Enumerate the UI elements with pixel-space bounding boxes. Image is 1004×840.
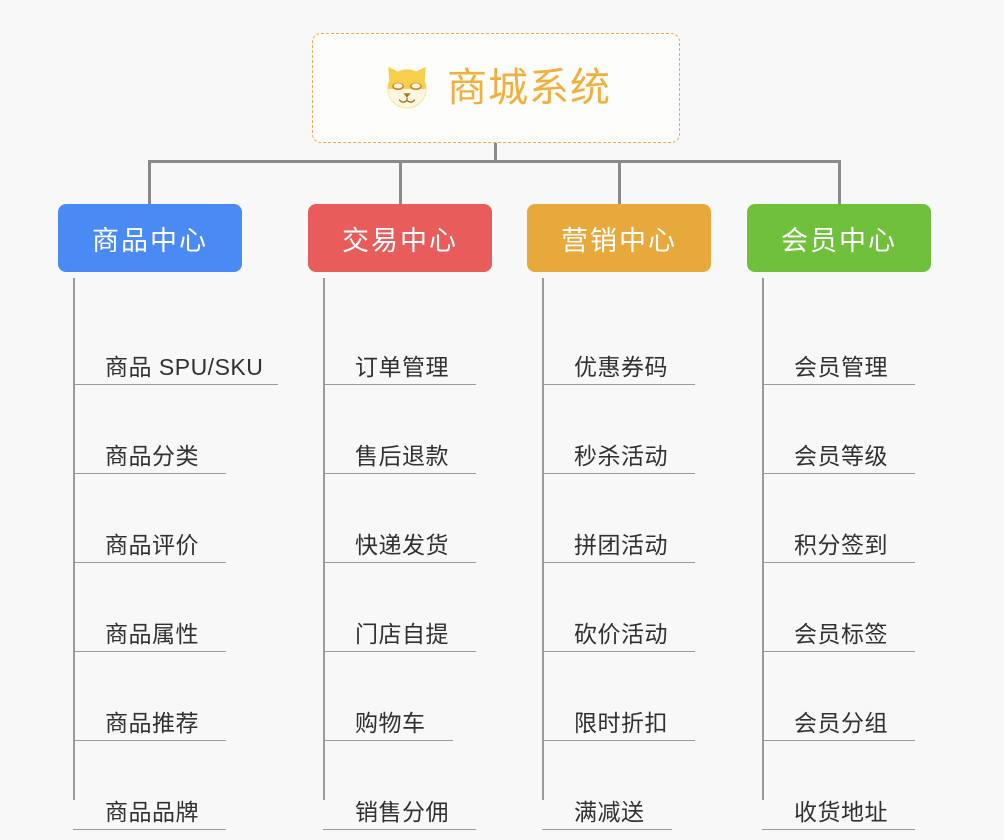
- leaf-item[interactable]: 会员分组: [762, 652, 915, 741]
- leaf-item[interactable]: 会员管理: [762, 296, 915, 385]
- leaf-item[interactable]: 购物车: [323, 652, 453, 741]
- leaf-item[interactable]: 拼团活动: [542, 474, 695, 563]
- leaf-item-label: 购物车: [355, 709, 426, 736]
- leaf-item[interactable]: 商品评价: [73, 474, 226, 563]
- leaf-item-label: 满减送: [574, 798, 645, 825]
- leaf-item[interactable]: 商品 SPU/SKU: [73, 296, 278, 385]
- leaf-item-label: 商品属性: [105, 620, 199, 647]
- leaf-item-label: 会员等级: [794, 442, 888, 469]
- leaf-item[interactable]: 商品属性: [73, 563, 226, 652]
- leaf-item-label: 会员标签: [794, 620, 888, 647]
- category-header-label: 会员中心: [781, 225, 897, 256]
- root-node-title: 商城系统: [447, 66, 611, 110]
- leaf-item-label: 售后退款: [355, 442, 449, 469]
- leaf-item[interactable]: 限时折扣: [542, 652, 695, 741]
- branch-spine: [323, 278, 325, 800]
- leaf-item-label: 商品评价: [105, 531, 199, 558]
- category-header-label: 营销中心: [561, 225, 677, 256]
- connector-drop-1: [148, 160, 151, 205]
- leaf-item-label: 商品品牌: [105, 798, 199, 825]
- leaf-item[interactable]: 满减送: [542, 741, 672, 830]
- leaf-item-label: 快递发货: [355, 531, 449, 558]
- leaf-item-label: 收货地址: [794, 798, 888, 825]
- leaf-item[interactable]: 收货地址: [762, 741, 915, 830]
- leaf-item[interactable]: 商品推荐: [73, 652, 226, 741]
- branch-spine: [762, 278, 764, 800]
- leaf-item[interactable]: 会员等级: [762, 385, 915, 474]
- leaf-item-label: 优惠券码: [574, 353, 668, 380]
- leaf-item[interactable]: 优惠券码: [542, 296, 695, 385]
- connector-drop-3: [618, 160, 621, 205]
- leaf-item[interactable]: 积分签到: [762, 474, 915, 563]
- leaf-item[interactable]: 砍价活动: [542, 563, 695, 652]
- branch-spine: [542, 278, 544, 800]
- leaf-item-label: 砍价活动: [574, 620, 668, 647]
- leaf-item-label: 商品推荐: [105, 709, 199, 736]
- connector-horizontal-bus: [149, 160, 841, 163]
- leaf-item[interactable]: 售后退款: [323, 385, 476, 474]
- category-header-trade-center[interactable]: 交易中心: [308, 204, 492, 272]
- leaf-item[interactable]: 商品分类: [73, 385, 226, 474]
- leaf-item[interactable]: 商品品牌: [73, 741, 226, 830]
- leaf-item-label: 限时折扣: [574, 709, 668, 736]
- leaf-item-label: 商品分类: [105, 442, 199, 469]
- leaf-item-label: 商品 SPU/SKU: [105, 353, 264, 380]
- connector-drop-2: [399, 160, 402, 205]
- leaf-item[interactable]: 快递发货: [323, 474, 476, 563]
- shiba-dog-face-icon: [387, 66, 427, 109]
- category-header-label: 商品中心: [92, 225, 208, 256]
- leaf-item[interactable]: 订单管理: [323, 296, 476, 385]
- leaf-item-label: 订单管理: [355, 353, 449, 380]
- root-node-mall-system[interactable]: 商城系统: [312, 33, 680, 143]
- leaf-item[interactable]: 门店自提: [323, 563, 476, 652]
- category-header-label: 交易中心: [342, 225, 458, 256]
- leaf-item[interactable]: 销售分佣: [323, 741, 476, 830]
- leaf-item-label: 拼团活动: [574, 531, 668, 558]
- branch-spine: [73, 278, 75, 800]
- category-header-marketing-center[interactable]: 营销中心: [527, 204, 711, 272]
- leaf-item-label: 销售分佣: [355, 798, 449, 825]
- category-header-member-center[interactable]: 会员中心: [747, 204, 931, 272]
- category-header-product-center[interactable]: 商品中心: [58, 204, 242, 272]
- leaf-item-label: 会员分组: [794, 709, 888, 736]
- connector-drop-4: [838, 160, 841, 205]
- leaf-item[interactable]: 秒杀活动: [542, 385, 695, 474]
- leaf-item-label: 积分签到: [794, 531, 888, 558]
- connector-root-stem: [494, 143, 497, 163]
- leaf-item-label: 门店自提: [355, 620, 449, 647]
- leaf-item-label: 会员管理: [794, 353, 888, 380]
- leaf-item-label: 秒杀活动: [574, 442, 668, 469]
- leaf-item[interactable]: 会员标签: [762, 563, 915, 652]
